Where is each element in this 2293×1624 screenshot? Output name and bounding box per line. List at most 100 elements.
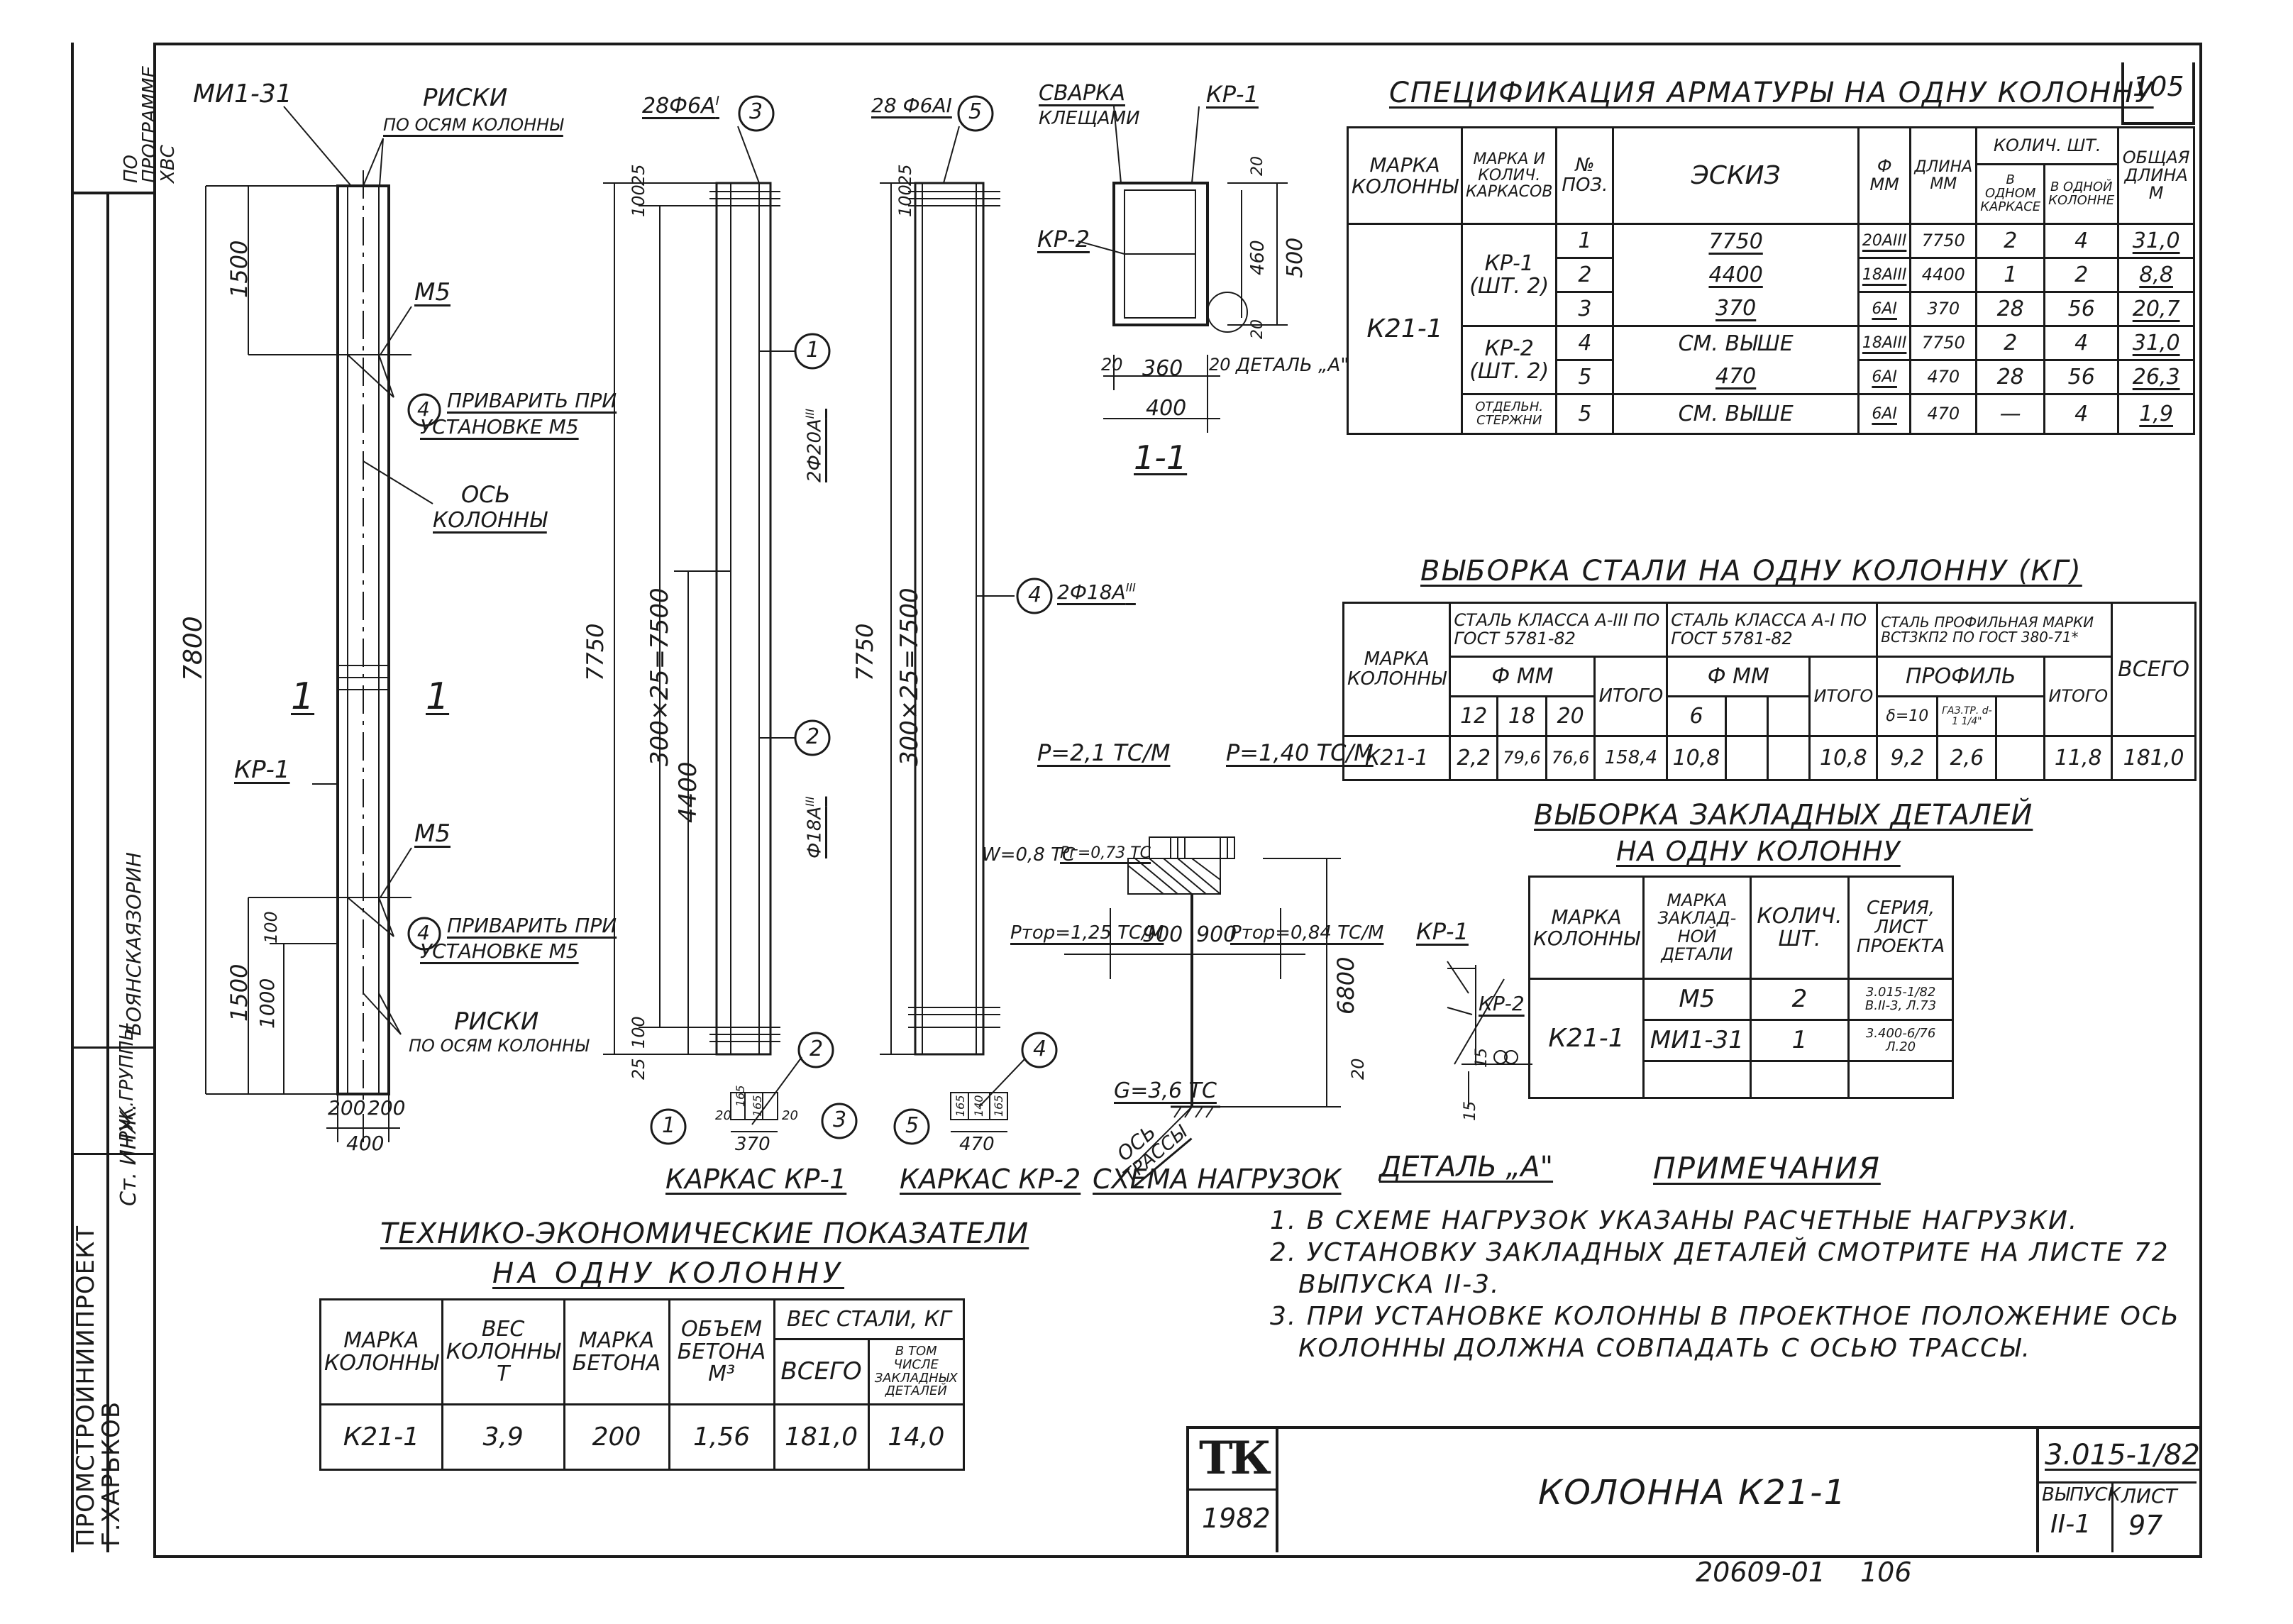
kr2-label-top: 28 Ф6АI — [871, 94, 952, 117]
spec-q2: 4 — [2043, 325, 2120, 361]
axis-label-2: КОЛОННЫ — [433, 508, 547, 533]
embed-title-2: НА ОДНУ КОЛОННУ — [1616, 836, 1901, 867]
kr1-dim-b0: 20 — [715, 1108, 731, 1123]
steel-h-vsego: ВСЕГО — [2111, 602, 2197, 737]
load-ptor2: Pтор=0,84 ТС/М — [1230, 922, 1384, 944]
side-strip-sep-2 — [71, 1046, 153, 1049]
steel-h-itogo1: ИТОГО — [1593, 656, 1669, 737]
steel-h-a3: СТАЛЬ КЛАССА А-III ПО ГОСТ 5781-82 — [1449, 602, 1669, 658]
kr1-bar1-label: 2Ф20АIII — [803, 409, 826, 482]
title-vyp-label: ВЫПУСК — [2042, 1484, 2121, 1506]
spec-total: 31,0 — [2117, 325, 2195, 361]
detail-a-dim-20: 20 — [1348, 1058, 1368, 1080]
kr2-circle-4-bot — [1021, 1032, 1058, 1068]
tech-title-1: ТЕХНИКО-ЭКОНОМИЧЕСКИЕ ПОКАЗАТЕЛИ — [380, 1217, 1029, 1250]
tech-incl: 14,0 — [867, 1403, 966, 1471]
steel-h-empty-2 — [1767, 695, 1811, 737]
steel-h-itogo3: ИТОГО — [2043, 656, 2114, 737]
steel-h-fmm2: Ф ММ — [1666, 656, 1811, 697]
title-vyp: II-1 — [2050, 1510, 2092, 1539]
steel-title: ВЫБОРКА СТАЛИ НА ОДНУ КОЛОННУ (КГ) — [1420, 555, 2082, 587]
weld-note-top-1: ПРИВАРИТЬ ПРИ — [447, 389, 617, 412]
spec-total: 31,0 — [2117, 223, 2195, 259]
column-riski-bot: РИСКИ — [454, 1007, 539, 1036]
section-detail: ДЕТАЛЬ „А" — [1236, 355, 1349, 376]
notes-line-3: ВЫПУСКА II-3. — [1298, 1270, 1501, 1299]
kr1-circle-3b-num: 3 — [833, 1107, 847, 1132]
embed-empty-1 — [1642, 1060, 1752, 1099]
tech-h-volume: ОБЪЕМ БЕТОНА М³ — [668, 1298, 775, 1405]
load-ptor1: Pтор=1,25 ТС/М — [1010, 922, 1164, 944]
spec-len: 7750 — [1909, 325, 1978, 361]
page-number-box — [2121, 62, 2195, 125]
spec-pos: 5 — [1555, 359, 1615, 395]
column-m5-bottom: М5 — [414, 819, 451, 848]
weld-note-bot-2: УСТАНОВКЕ М5 — [420, 939, 579, 963]
kr1-dim-7750: 7750 — [582, 623, 609, 681]
spec-q1: — — [1975, 393, 2046, 435]
section-mark-right: 1 — [426, 675, 450, 718]
spec-table: МАРКА КОЛОННЫ МАРКА И КОЛИЧ. КАРКАСОВ № … — [1346, 126, 2195, 435]
embed-table: МАРКА КОЛОННЫ МАРКА ЗАКЛАД-НОЙ ДЕТАЛИ КО… — [1527, 875, 1954, 1099]
steel-h-itogo2: ИТОГО — [1808, 656, 1879, 737]
kr1-caption: КАРКАС КР-1 — [665, 1164, 847, 1195]
section-dim-b1: 360 — [1142, 356, 1183, 381]
column-m5-top: М5 — [414, 278, 451, 306]
column-dim-200b: 200 — [368, 1096, 406, 1120]
steel-v20: 76,6 — [1545, 735, 1596, 781]
callout-circle-4-top — [407, 393, 441, 427]
kr1-circle-1b-num: 1 — [662, 1113, 676, 1138]
kr1-dim-4400: 4400 — [674, 761, 702, 823]
embed-part: МИ1-31 — [1642, 1019, 1752, 1062]
spec-q1: 2 — [1975, 223, 2046, 259]
load-pr: Pг=0,73 ТС — [1060, 844, 1151, 862]
load-w: W=0,8 ТС — [982, 844, 1076, 866]
kr2-dim-470: 470 — [959, 1134, 995, 1155]
column-dim-1500-bot: 1500 — [226, 963, 253, 1022]
kr2-dim-100: 100 — [895, 184, 915, 217]
steel-v12: 2,2 — [1449, 735, 1499, 781]
kr1-circle-3-bot — [821, 1103, 858, 1139]
spec-col-mark: К21-1 — [1346, 223, 1464, 435]
page-number: 105 — [2133, 71, 2184, 102]
spec-len: 7750 — [1909, 223, 1978, 259]
section-svarka-1: СВАРКА — [1039, 81, 1125, 106]
tech-concrete: 200 — [563, 1403, 670, 1471]
embed-series: 3.015-1/82 В.II-3, Л.73 — [1847, 978, 1954, 1021]
kr1-circle-1 — [794, 333, 831, 370]
load-dim-6800: 6800 — [1332, 956, 1359, 1015]
kr1-dim-b2: 165 — [751, 1095, 764, 1117]
spec-q1: 28 — [1975, 359, 2046, 395]
spec-pos: 1 — [1555, 223, 1615, 259]
kr1-dim-370: 370 — [735, 1134, 770, 1155]
embed-part: М5 — [1642, 978, 1752, 1021]
tech-table: МАРКА КОЛОННЫ ВЕС КОЛОННЫ Т МАРКА БЕТОНА… — [319, 1298, 966, 1471]
spec-sketch: 370 — [1612, 292, 1860, 327]
kr1-circle-2 — [794, 719, 831, 756]
kr1-dim-b3: 20 — [782, 1108, 798, 1123]
footer-code: 20609-01 — [1696, 1557, 1825, 1588]
spec-h-colmark: МАРКА КОЛОННЫ — [1346, 126, 1464, 225]
steel-vp2: 2,6 — [1936, 735, 1998, 781]
steel-it1: 158,4 — [1593, 735, 1669, 781]
detail-a-kr1: КР-1 — [1416, 918, 1469, 945]
kr2-bar4-label: 2Ф18АIII — [1057, 580, 1136, 604]
section-kr2: КР-2 — [1037, 226, 1090, 253]
title-year: 1982 — [1202, 1503, 1271, 1534]
steel-empty-3 — [1995, 735, 2046, 781]
tech-volume: 1,56 — [668, 1403, 775, 1471]
tech-h-all: ВСЕГО — [773, 1338, 870, 1405]
callout-4-bot: 4 — [417, 921, 430, 944]
load-dim-900b: 900 — [1196, 922, 1237, 947]
spec-total: 26,3 — [2117, 359, 2195, 395]
embed-h-series: СЕРИЯ, ЛИСТ ПРОЕКТА — [1847, 875, 1954, 980]
embed-series: 3.400-6/76 Л.20 — [1847, 1019, 1954, 1062]
tech-h-incl: В ТОМ ЧИСЛЕ ЗАКЛАДНЫХ ДЕТАЛЕЙ — [867, 1338, 966, 1405]
spec-dia: 18АIII — [1857, 325, 1912, 361]
steel-empty-2 — [1767, 735, 1811, 781]
embed-qty: 2 — [1749, 978, 1850, 1021]
kr2-dim-b1: 140 — [972, 1095, 985, 1117]
section-dim-b0: 20 — [1101, 355, 1123, 375]
embed-empty-3 — [1847, 1060, 1954, 1099]
column-riski-bot-sub: ПО ОСЯМ КОЛОННЫ — [409, 1036, 589, 1056]
